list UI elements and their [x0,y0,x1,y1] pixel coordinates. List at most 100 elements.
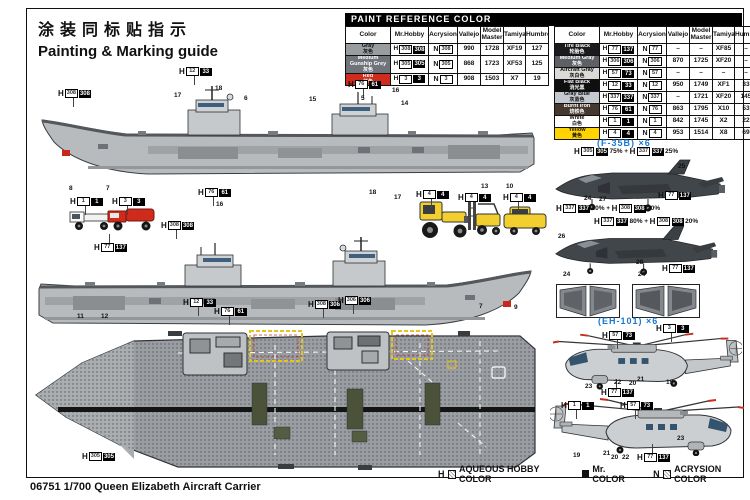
model-master-cell: 1721 [689,91,713,105]
part-number-label: 8 [69,185,73,192]
part-number-label: 19 [573,452,581,459]
f35-section-title: (F-35B) ×6 [597,138,651,148]
tamiya-cell: X8 [712,127,735,141]
humbrol-cell: 53 [734,103,750,117]
part-number-label: 23 [677,435,685,442]
humbrol-cell: 33 [734,79,750,93]
legend-swatch-icon [447,469,456,479]
humbrol-cell: 125 [525,55,549,74]
part-number-label: 26 [558,233,566,240]
column-header: Humbrol [734,26,750,44]
column-header: Mr.Hobby [390,26,429,44]
part-number-label: 20 [611,454,619,461]
part-number-label: 16 [216,201,224,208]
tamiya-cell: XF20 [712,55,735,69]
title-block: 涂装同标贴指示 Painting & Marking guide [38,16,218,60]
part-number-label: 25 [678,163,686,170]
tamiya-cell: X2 [712,115,735,129]
humbrol-cell: 145 [734,91,750,105]
page-title-zh: 涂装同标贴指示 [38,22,193,39]
humbrol-cell: – [734,67,750,81]
humbrol-cell: 22 [734,115,750,129]
paint-table-title: PAINT REFERENCE COLOR [345,13,742,26]
legend-swatch-icon [581,470,590,478]
sheet-frame [26,8,744,478]
vallejo-cell: – [666,42,690,57]
legend-prefix: N [653,469,660,479]
column-header: Acrysion [428,26,458,44]
part-number-label: 7 [479,303,483,310]
part-number-label: 18 [369,189,377,196]
part-number-label: 7 [106,185,110,192]
humbrol-cell: 127 [525,42,549,57]
tamiya-cell: – [712,67,735,81]
part-number-label: 22 [614,379,622,386]
vallejo-cell: 842 [666,115,690,129]
part-number-label: 21 [603,450,611,457]
vallejo-cell: 950 [666,79,690,93]
column-header: Tamiya [712,26,735,44]
legend-label: AQUEOUS HOBBY COLOR [458,464,540,484]
red-truck-icon [107,208,155,231]
model-master-cell: 1723 [480,55,504,74]
model-master-cell: 1795 [689,103,713,117]
part-number-label: 27 [599,196,607,203]
aircraft-tractor-icon [419,201,469,238]
part-number-label: 5 [361,95,365,102]
ship-side-profile-port-icon [40,84,536,176]
column-header: Color [554,26,600,44]
part-number-label: 17 [174,92,182,99]
model-master-cell: 1514 [689,127,713,141]
part-number-label: 16 [392,87,400,94]
part-number-label: 14 [401,100,409,107]
part-number-label: 22 [622,454,630,461]
part-number-label: 9 [514,304,518,311]
part-number-label: 21 [637,376,645,383]
part-number-label: 6 [244,95,248,102]
